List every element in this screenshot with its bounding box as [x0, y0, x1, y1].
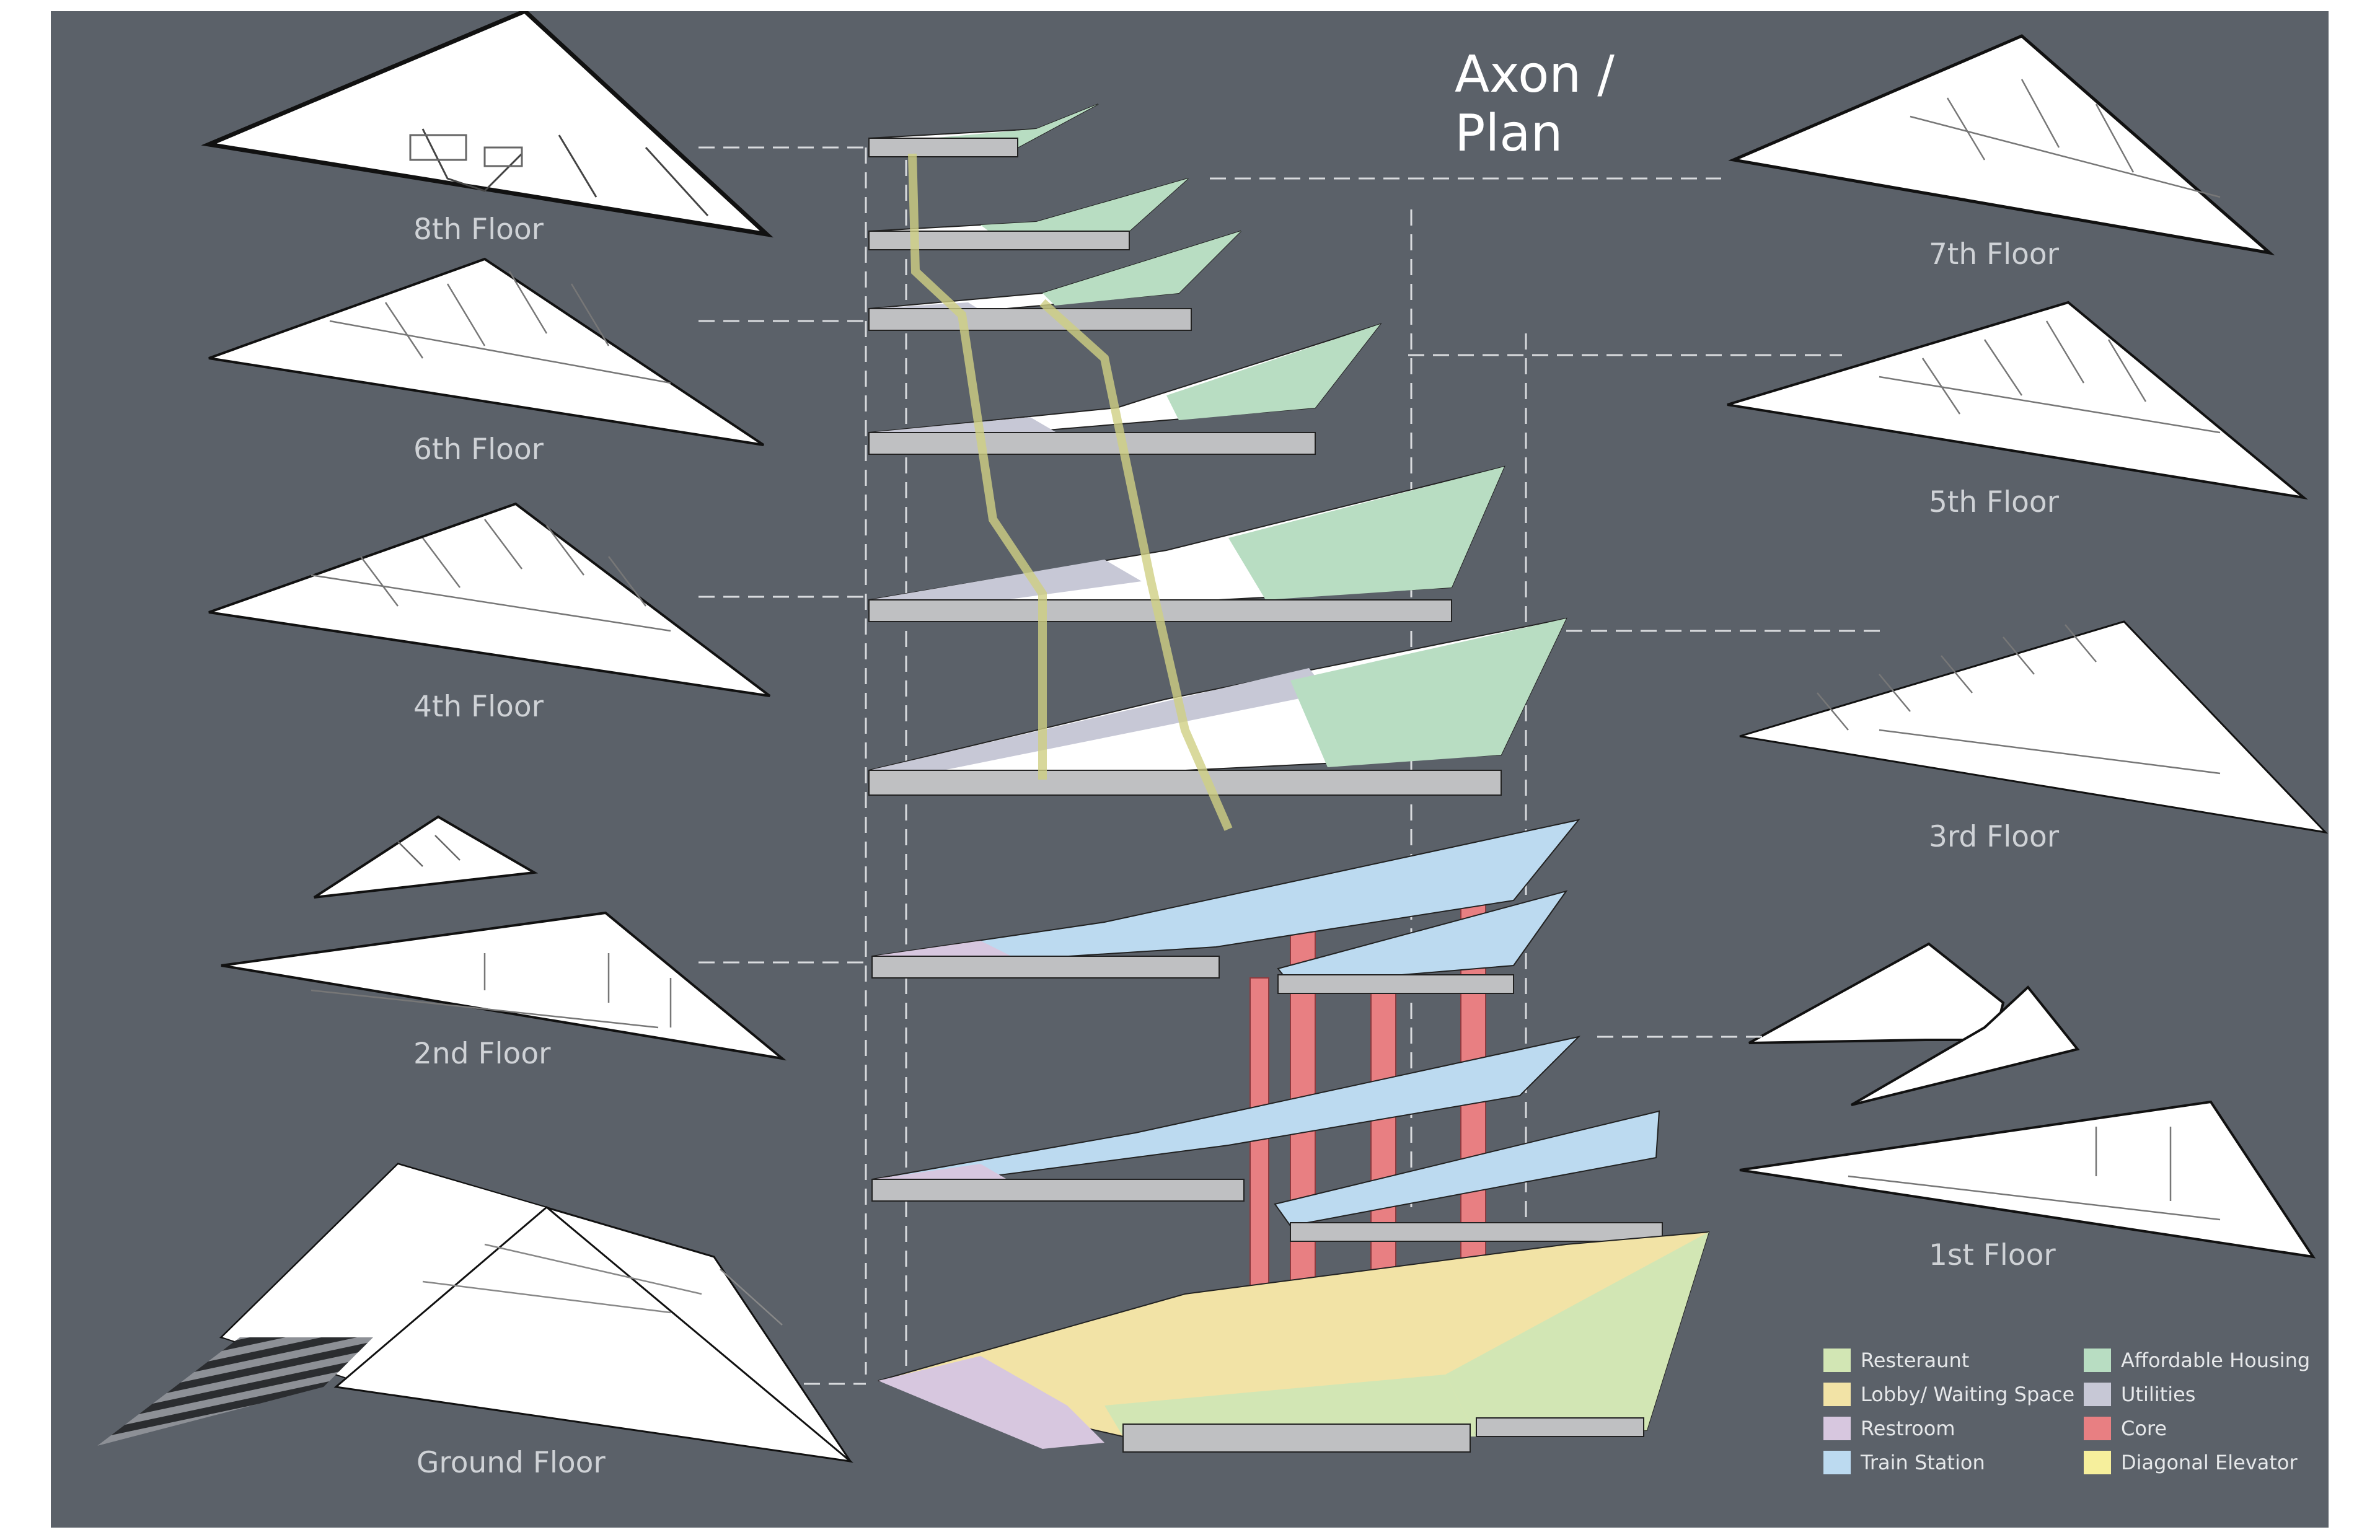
- legend-housing-label: Affordable Housing: [2121, 1349, 2311, 1372]
- legend-train: Train Station: [1823, 1449, 1985, 1476]
- label-4th-floor: 4th Floor: [413, 690, 544, 724]
- page-title: Axon / Plan: [1455, 45, 1615, 163]
- plan-3rd-floor: [1739, 620, 2329, 834]
- legend-resteraunt-label: Resteraunt: [1861, 1349, 1970, 1372]
- legend: Resteraunt Lobby/ Waiting Space Restroom…: [1823, 1347, 2332, 1508]
- plan-ground-floor: [97, 1163, 854, 1463]
- axon-plan-drawing: [97, 11, 2329, 1463]
- legend-core: Core: [2084, 1415, 2167, 1442]
- plan-2nd-floor: [221, 911, 787, 1061]
- axon-floor-5: [868, 323, 1382, 455]
- plan-1st-floor-top: [1748, 942, 2080, 1106]
- axon-floor-4: [868, 465, 1505, 622]
- plan-8th-floor: [201, 11, 774, 238]
- swatch-elevator: [2084, 1451, 2111, 1474]
- swatch-utilities: [2084, 1383, 2111, 1406]
- plan-5th-floor: [1727, 301, 2308, 500]
- legend-train-label: Train Station: [1861, 1451, 1985, 1474]
- legend-elevator-label: Diagonal Elevator: [2121, 1451, 2298, 1474]
- label-6th-floor: 6th Floor: [413, 433, 544, 467]
- swatch-train: [1823, 1451, 1851, 1474]
- legend-housing: Affordable Housing: [2084, 1347, 2310, 1374]
- axon-floor-6: [868, 231, 1241, 331]
- label-5th-floor: 5th Floor: [1929, 485, 2059, 519]
- plan-6th-floor: [208, 257, 765, 446]
- label-1st-floor: 1st Floor: [1929, 1238, 2056, 1272]
- swatch-lobby: [1823, 1383, 1851, 1406]
- label-7th-floor: 7th Floor: [1929, 237, 2059, 271]
- plan-7th-floor: [1728, 34, 2275, 255]
- label-2nd-floor: 2nd Floor: [413, 1037, 551, 1071]
- plan-2nd-floor-top: [313, 815, 539, 899]
- label-3rd-floor: 3rd Floor: [1929, 820, 2060, 854]
- axon-floor-1: [871, 1036, 1663, 1242]
- axon-floor-8: [868, 103, 1099, 157]
- swatch-core: [2084, 1417, 2111, 1440]
- legend-utilities-label: Utilities: [2121, 1383, 2196, 1406]
- axon-floor-3: [868, 617, 1567, 796]
- label-ground-floor: Ground Floor: [416, 1446, 606, 1480]
- legend-lobby: Lobby/ Waiting Space: [1823, 1381, 2074, 1408]
- drawing-board: Axon / Plan 8th Floor 6th Floor 4th Floo…: [51, 11, 2329, 1528]
- legend-restroom-label: Restroom: [1861, 1417, 1955, 1440]
- label-8th-floor: 8th Floor: [413, 213, 544, 247]
- legend-restroom: Restroom: [1823, 1415, 1955, 1442]
- plan-1st-floor: [1739, 1100, 2316, 1259]
- swatch-housing: [2084, 1349, 2111, 1372]
- axon-floor-2: [871, 819, 1580, 994]
- swatch-restroom: [1823, 1417, 1851, 1440]
- legend-elevator: Diagonal Elevator: [2084, 1449, 2298, 1476]
- axon-ground-floor: [878, 1231, 1710, 1453]
- plan-4th-floor: [208, 502, 771, 697]
- legend-utilities: Utilities: [2084, 1381, 2195, 1408]
- legend-resteraunt: Resteraunt: [1823, 1347, 1969, 1374]
- swatch-resteraunt: [1823, 1349, 1851, 1372]
- legend-core-label: Core: [2121, 1417, 2167, 1440]
- diagonal-elevator: [908, 153, 1233, 831]
- legend-lobby-label: Lobby/ Waiting Space: [1861, 1383, 2075, 1406]
